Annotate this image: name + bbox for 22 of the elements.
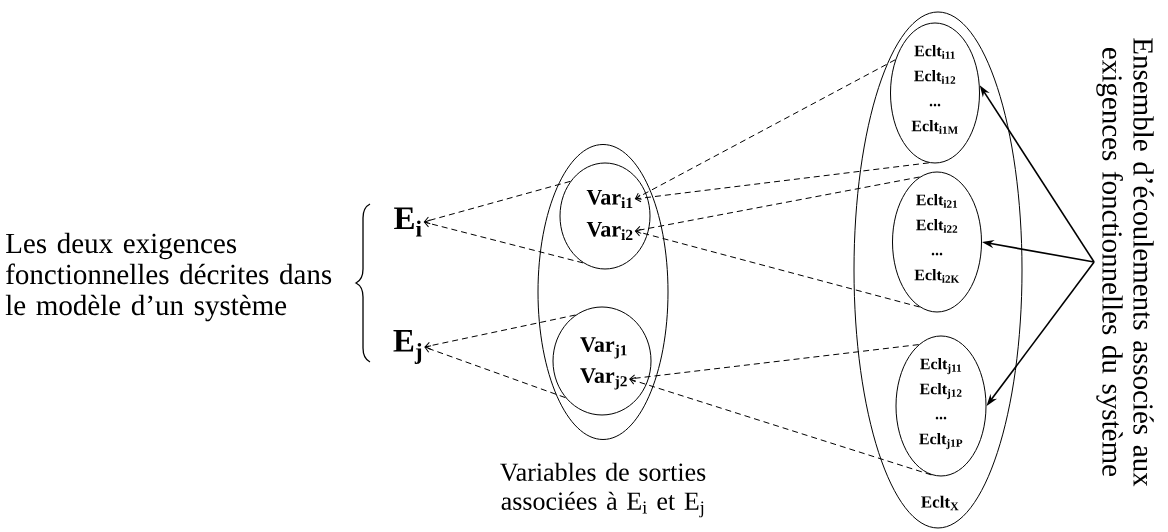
circle (552, 306, 652, 416)
variable-label: Var$_{j2}$ (580, 368, 627, 390)
arrow (635, 228, 921, 308)
arrow (629, 376, 932, 476)
arrow (424, 345, 566, 399)
element-label: Eclt$_{X}$ (921, 495, 959, 511)
ellipse-label: Variables de sorties associées à E$_{i}$ et E$_{j}$ (500, 462, 706, 518)
arrow (424, 219, 584, 264)
variable-label: Var$_{i2}$ (586, 222, 633, 240)
arrow (629, 344, 920, 383)
variable-label: Var$_{j1}$ (580, 337, 627, 359)
circle (559, 162, 651, 270)
arrow (424, 314, 576, 350)
requirement-label: E$_{j}$ (393, 330, 422, 364)
requirement-label: E$_{i}$ (394, 207, 422, 237)
description: Les deux exigences fonctionnelles décrites dans le modèle d’un système (5, 232, 332, 322)
arrow (424, 180, 571, 225)
variable-label: Var$_{i1}$ (586, 190, 633, 208)
arrow (635, 162, 930, 203)
arrow (635, 59, 896, 200)
arrow (635, 176, 921, 234)
vertical-label: Ensemble d’écoulements associés aux exigences fonctionnelles du système (1096, 38, 1154, 487)
